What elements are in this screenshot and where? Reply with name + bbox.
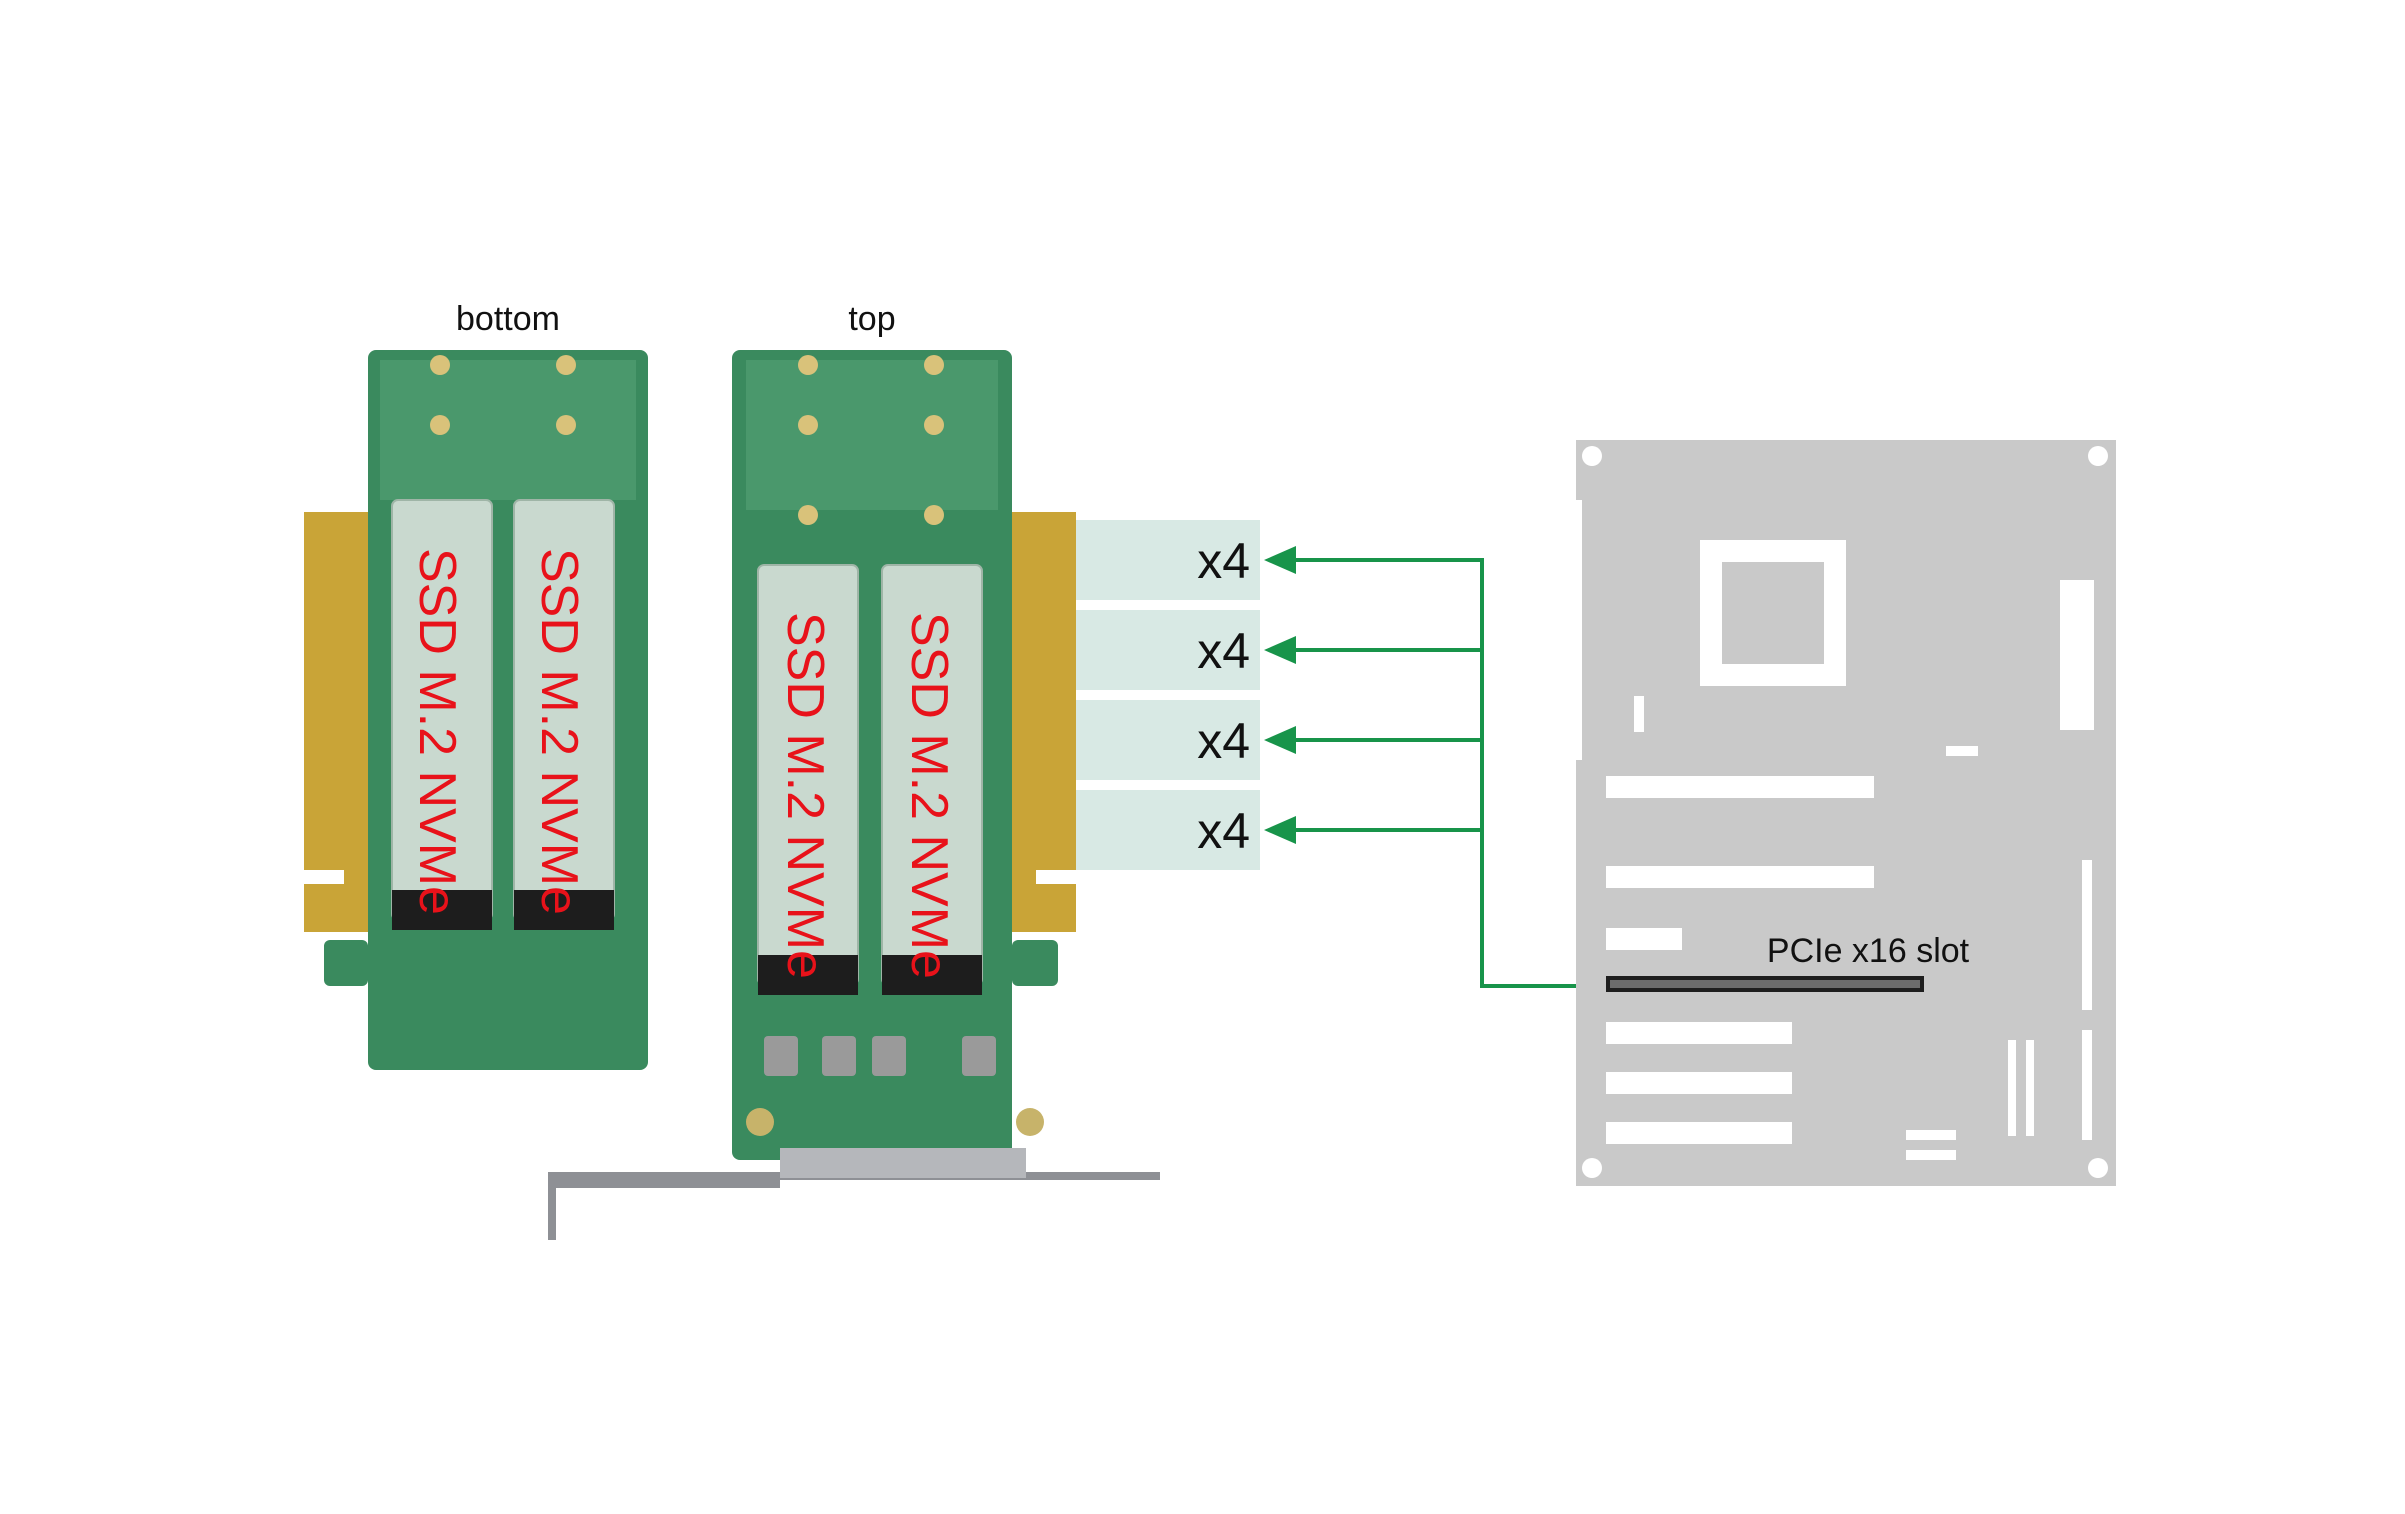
top-standoff xyxy=(798,355,818,375)
top-ssd-label-1: SSD M.2 NVMe xyxy=(776,612,834,979)
bottom-standoff xyxy=(430,415,450,435)
arrowhead-icon xyxy=(1264,636,1296,664)
top-standoff xyxy=(924,355,944,375)
bottom-ssd-label-2: SSD M.2 NVMe xyxy=(530,548,588,915)
top-inductor xyxy=(872,1036,906,1076)
mb-detail xyxy=(1634,696,1644,732)
pcie-x16-slot-pins xyxy=(1610,980,1920,988)
mount-hole xyxy=(1582,446,1602,466)
top-card: top SSD M.2 NVMe SSD M.2 NVMe xyxy=(548,300,1160,1240)
mb-detail xyxy=(2082,860,2092,1010)
lane-box xyxy=(1076,790,1260,870)
expansion-slot xyxy=(1606,928,1682,950)
lane-box xyxy=(1076,700,1260,780)
top-inductor xyxy=(764,1036,798,1076)
mb-detail xyxy=(1906,1150,1956,1160)
mount-hole xyxy=(2088,1158,2108,1178)
mb-detail xyxy=(2082,1030,2092,1140)
mb-detail xyxy=(1906,1130,1956,1140)
mb-detail xyxy=(2008,1040,2016,1136)
bottom-connector-notch xyxy=(304,870,344,884)
top-m2-connector xyxy=(882,955,982,995)
top-connector-notch xyxy=(1036,870,1076,884)
expansion-slot xyxy=(1606,776,1874,798)
top-pcb-dots-area xyxy=(746,360,998,510)
top-card-label: top xyxy=(848,300,895,338)
cpu-socket-center xyxy=(1722,562,1824,664)
bottom-card-label: bottom xyxy=(456,300,560,338)
top-standoff xyxy=(798,415,818,435)
lane-box xyxy=(1076,610,1260,690)
arrowhead-icon xyxy=(1264,546,1296,574)
top-gold-fingers xyxy=(1012,512,1076,932)
top-standoff xyxy=(924,415,944,435)
bottom-bracket-tab xyxy=(324,940,368,986)
motherboard: PCIe x16 slot xyxy=(1562,440,2116,1186)
expansion-slot xyxy=(1606,1072,1792,1094)
top-standoff xyxy=(798,505,818,525)
lane-label-3: x4 xyxy=(1197,713,1250,769)
mount-hole xyxy=(1582,1158,1602,1178)
top-bracket-tab xyxy=(1012,940,1058,986)
lane-box xyxy=(1076,520,1260,600)
top-mount-screw xyxy=(746,1108,774,1136)
mount-hole xyxy=(2088,446,2108,466)
expansion-slot xyxy=(1606,866,1874,888)
arrowhead-icon xyxy=(1264,816,1296,844)
ram-slot xyxy=(2060,580,2094,730)
bottom-card: bottom SSD M.2 NVMe SSD M.2 NVMe xyxy=(304,300,648,1070)
top-inductor xyxy=(962,1036,996,1076)
mb-detail xyxy=(2026,1040,2034,1136)
bottom-standoff xyxy=(556,355,576,375)
top-mount-screw xyxy=(1016,1108,1044,1136)
arrowhead-icon xyxy=(1264,726,1296,754)
lane-arrows xyxy=(1264,546,1576,988)
lane-label-2: x4 xyxy=(1197,623,1250,679)
expansion-slot xyxy=(1606,1122,1792,1144)
bottom-m2-connector xyxy=(392,890,492,930)
bottom-gold-fingers xyxy=(304,512,368,932)
arrow-line xyxy=(1290,558,1576,988)
bottom-standoff xyxy=(430,355,450,375)
top-m2-connector xyxy=(758,955,858,995)
bracket-plate xyxy=(780,1148,1026,1178)
pcie-slot-label: PCIe x16 slot xyxy=(1767,932,1970,970)
expansion-slot xyxy=(1606,1022,1792,1044)
lane-label-1: x4 xyxy=(1197,533,1250,589)
low-profile-bracket xyxy=(548,1172,1160,1240)
bottom-pcb-dots-area xyxy=(380,360,636,500)
bottom-ssd-label-1: SSD M.2 NVMe xyxy=(408,548,466,915)
top-ssd-label-2: SSD M.2 NVMe xyxy=(900,612,958,979)
top-inductor xyxy=(822,1036,856,1076)
mb-detail xyxy=(1946,746,1978,756)
lane-indicators: x4 x4 x4 x4 xyxy=(1076,520,1260,870)
lane-label-4: x4 xyxy=(1197,803,1250,859)
top-standoff xyxy=(924,505,944,525)
io-notch xyxy=(1562,500,1582,760)
bottom-standoff xyxy=(556,415,576,435)
bottom-m2-connector xyxy=(514,890,614,930)
